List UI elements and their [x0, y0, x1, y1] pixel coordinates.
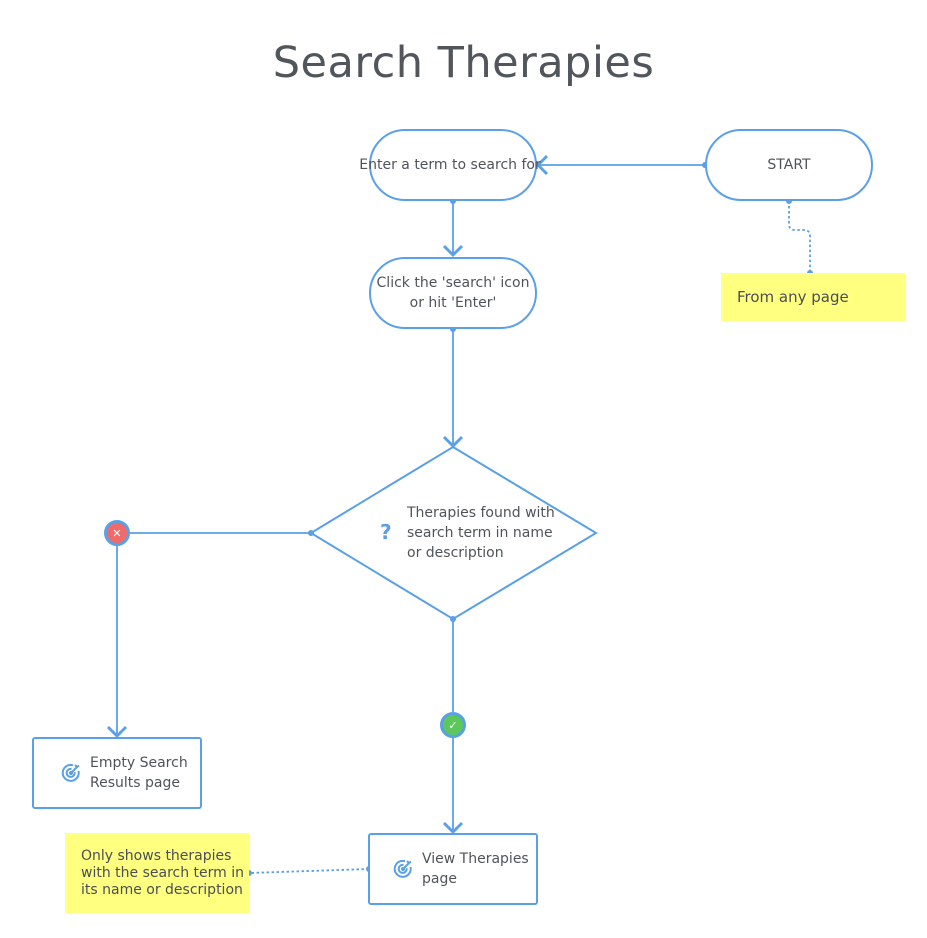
question-icon: ?: [380, 520, 392, 544]
note-only-shows: Only shows therapies with the search ter…: [65, 833, 249, 913]
note-from-any-page-text: From any page: [737, 288, 849, 306]
x-icon: ✕: [112, 526, 122, 540]
note-from-any-page: From any page: [721, 273, 905, 321]
no-branch-badge: ✕: [104, 520, 130, 546]
enter-term-label: Enter a term to search for: [359, 157, 541, 173]
target-icon: [393, 859, 412, 878]
view-therapies-label: View Therapies page: [422, 851, 529, 887]
note-link-only-shows: [248, 868, 370, 874]
click-search-label: Click the 'search' icon or hit 'Enter': [376, 275, 530, 311]
empty-results-node[interactable]: Empty Search Results page: [32, 737, 202, 809]
note-link-from-any-page: [788, 201, 811, 273]
start-node[interactable]: START: [705, 129, 873, 201]
note-only-shows-text: Only shows therapies with the search ter…: [81, 848, 244, 898]
empty-results-label: Empty Search Results page: [90, 755, 188, 791]
click-search-node[interactable]: Click the 'search' icon or hit 'Enter': [369, 257, 537, 329]
start-label: START: [767, 157, 811, 173]
enter-term-node[interactable]: Enter a term to search for: [359, 129, 541, 201]
view-therapies-node[interactable]: View Therapies page: [368, 833, 538, 905]
yes-branch-badge: ✓: [440, 712, 466, 738]
decision-label: Therapies found with search term in name…: [407, 505, 555, 561]
target-icon: [61, 763, 80, 782]
check-icon: ✓: [448, 718, 458, 732]
page-title: Search Therapies: [272, 38, 655, 88]
